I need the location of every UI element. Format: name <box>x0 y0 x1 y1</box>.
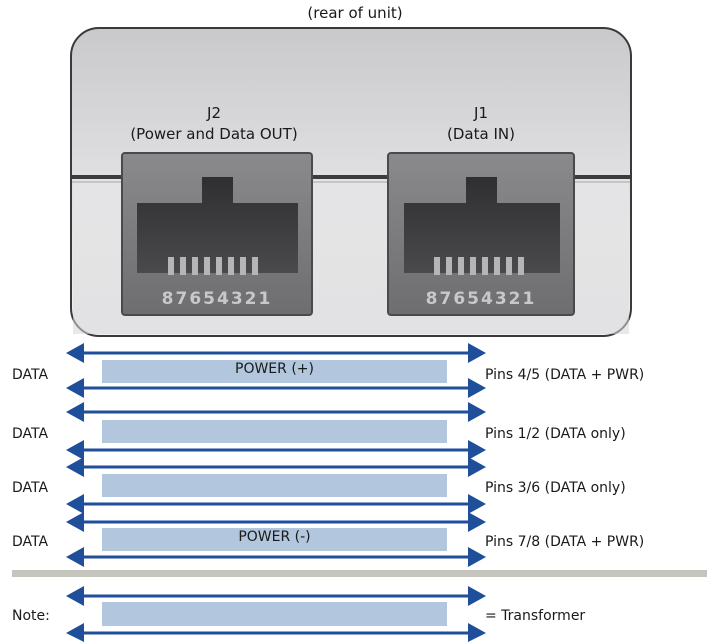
transformer-bar <box>102 528 447 551</box>
row-1-left-label: DATA <box>12 367 49 383</box>
j2-description: (Power and Data OUT) <box>130 125 298 143</box>
legend-transformer <box>66 586 486 642</box>
transformer-legend-label: = Transformer <box>485 608 586 624</box>
note-label: Note: <box>12 608 50 624</box>
power-plus-label: POWER (+) <box>235 361 314 377</box>
row-3-left-label: DATA <box>12 480 49 496</box>
row-2-right-label: Pins 1/2 (DATA only) <box>485 426 626 442</box>
pair-row-1 <box>66 343 486 398</box>
j1-pin-numbers: 87654321 <box>425 289 537 309</box>
pair-row-2 <box>66 402 486 460</box>
transformer-bar <box>102 420 447 443</box>
j2-pin-numbers: 87654321 <box>161 289 273 309</box>
j1-id: J1 <box>474 104 488 122</box>
power-minus-label: POWER (-) <box>238 529 311 545</box>
transformer-bar <box>102 474 447 497</box>
j2-id: J2 <box>207 104 221 122</box>
divider <box>12 570 707 577</box>
row-3-right-label: Pins 3/6 (DATA only) <box>485 480 626 496</box>
j1-label: J1 (Data IN) <box>388 103 574 145</box>
device-rear-panel <box>70 27 632 337</box>
transformer-bar <box>102 360 447 383</box>
pair-row-4 <box>66 512 486 567</box>
row-4-right-label: Pins 7/8 (DATA + PWR) <box>485 534 645 550</box>
rear-of-unit-caption: (rear of unit) <box>307 4 403 22</box>
row-4-left-label: DATA <box>12 534 49 550</box>
legend-transformer-bar <box>102 602 447 626</box>
j2-label: J2 (Power and Data OUT) <box>117 103 311 145</box>
j1-description: (Data IN) <box>447 125 515 143</box>
j1-port <box>387 152 575 316</box>
row-1-right-label: Pins 4/5 (DATA + PWR) <box>485 367 645 383</box>
pair-row-3 <box>66 457 486 514</box>
j2-port <box>121 152 313 316</box>
row-2-left-label: DATA <box>12 426 49 442</box>
